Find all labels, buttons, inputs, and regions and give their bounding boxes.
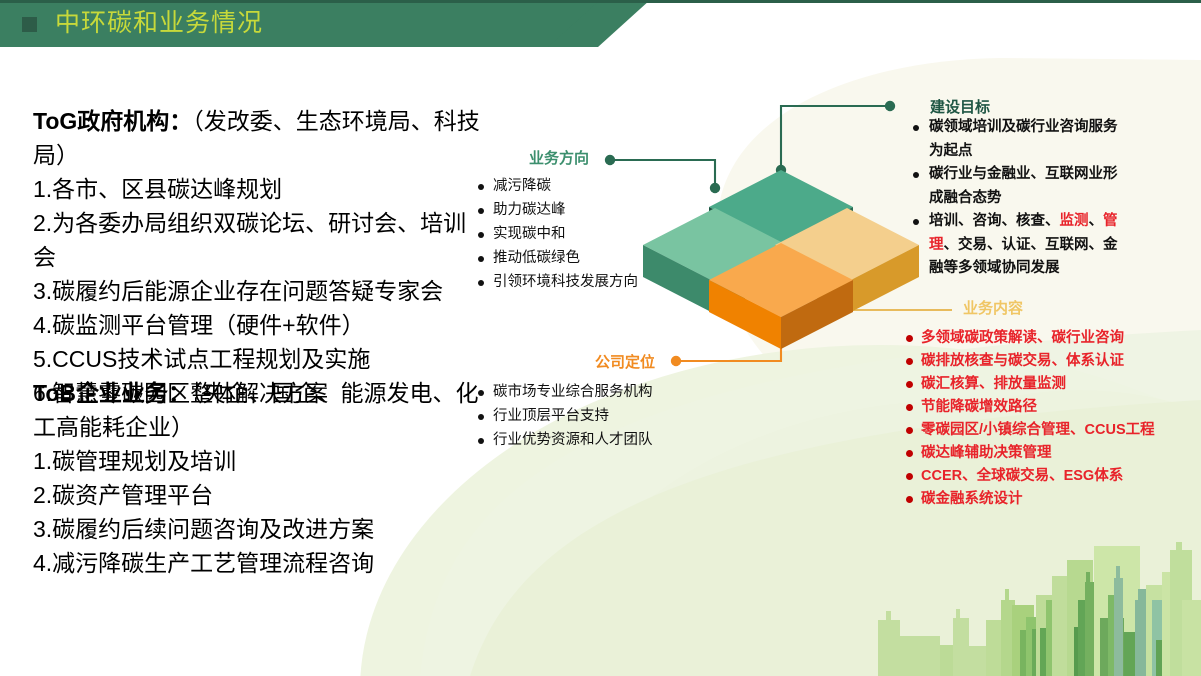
list-item: 节能降碳增效路径 <box>906 396 1155 419</box>
list-item-label: 碳排放核查与碳交易、体系认证 <box>921 353 1124 369</box>
list-build-goal: 碳领域培训及碳行业咨询服务为起点 碳行业与金融业、互联网业形成融合态势 培训、咨… <box>912 116 1122 281</box>
list-business-direction: 减污降碳 助力碳达峰 实现碳中和 推动低碳绿色 引领环境科技发展方向 <box>478 175 638 295</box>
list-item: 零碳园区/小镇综合管理、CCUS工程 <box>906 419 1155 442</box>
tob-item: 1.碳管理规划及培训 <box>33 448 237 474</box>
tob-item: 2.碳资产管理平台 <box>33 482 214 508</box>
left-text-block-tob: ToB企业业务：（央企、国企、能源发电、化工高能耗企业） 1.碳管理规划及培训 … <box>33 376 483 580</box>
list-item: 多领域碳政策解读、碳行业咨询 <box>906 327 1155 350</box>
list-item: CCER、全球碳交易、ESG体系 <box>906 465 1155 488</box>
list-item-label-pre: 培训、咨询、核查、 <box>929 213 1060 229</box>
label-business-content: 业务内容 <box>963 300 1024 317</box>
list-item-label: 减污降碳 <box>493 178 551 194</box>
header-band: 中环碳和业务情况 <box>0 0 1201 47</box>
tob-heading-bold: ToB企业业务： <box>33 380 192 406</box>
list-item: 减污降碳 <box>478 175 638 198</box>
label-company-position: 公司定位 <box>595 354 656 371</box>
list-item-label: 碳领域培训及碳行业咨询服务为起点 <box>929 119 1118 159</box>
tog-heading: ToG政府机构：（发改委、生态环境局、科技局） <box>33 104 483 172</box>
square-bullet-icon <box>22 17 37 32</box>
list-item-label: CCER、全球碳交易、ESG体系 <box>921 468 1124 484</box>
bullet-dot-icon <box>906 404 913 411</box>
list-item-label: 节能降碳增效路径 <box>921 399 1037 415</box>
bullet-dot-icon <box>478 207 484 214</box>
tog-item: 3.碳履约后能源企业存在问题答疑专家会 <box>33 278 444 304</box>
bullet-dot-icon <box>906 381 913 388</box>
bullet-dot-icon <box>906 358 913 365</box>
list-item: 行业顶层平台支持 <box>478 405 653 428</box>
list-item: 实现碳中和 <box>478 223 638 246</box>
bullet-dot-icon <box>906 450 913 457</box>
bullet-dot-icon <box>906 496 913 503</box>
list-item: 碳汇核算、排放量监测 <box>906 373 1155 396</box>
bullet-dot-icon <box>478 437 484 444</box>
list-item: 碳金融系统设计 <box>906 488 1155 511</box>
list-item-label: 零碳园区/小镇综合管理、CCUS工程 <box>921 422 1155 438</box>
list-item-highlight-2: 管理 <box>929 213 1118 253</box>
list-item: 碳排放核查与碳交易、体系认证 <box>906 350 1155 373</box>
list-item: 引领环境科技发展方向 <box>478 271 638 294</box>
list-item-label: 碳行业与金融业、互联网业形成融合态势 <box>929 166 1118 206</box>
bullet-dot-icon <box>478 231 484 238</box>
list-item: 推动低碳绿色 <box>478 247 638 270</box>
label-build-goal: 建设目标 <box>930 99 991 116</box>
list-item-label: 碳汇核算、排放量监测 <box>921 376 1066 392</box>
list-item-label: 碳达峰辅助决策管理 <box>921 445 1052 461</box>
bullet-dot-icon <box>906 473 913 480</box>
bullet-dot-icon <box>478 255 484 262</box>
bullet-dot-icon <box>478 389 484 396</box>
connector-dot <box>884 100 896 112</box>
tog-heading-bold: ToG政府机构： <box>33 108 193 134</box>
list-item: 培训、咨询、核查、监测、管理、交易、认证、互联网、金融等多领域协同发展 <box>912 210 1122 281</box>
bullet-dot-icon <box>906 335 913 342</box>
bullet-dot-icon <box>906 427 913 434</box>
left-text-block-tog: ToG政府机构：（发改委、生态环境局、科技局） 1.各市、区县碳达峰规划 2.为… <box>33 104 483 410</box>
tob-heading-rest: （央企、国企、能源发电、化工高能耗企业） <box>33 380 479 440</box>
page-title: 中环碳和业务情况 <box>55 9 264 37</box>
list-item-label: 行业优势资源和人才团队 <box>493 432 653 448</box>
label-business-direction: 业务方向 <box>529 150 590 167</box>
list-item-label: 碳金融系统设计 <box>921 491 1023 507</box>
list-item: 行业优势资源和人才团队 <box>478 429 653 452</box>
tob-item: 3.碳履约后续问题咨询及改进方案 <box>33 516 375 542</box>
bullet-dot-icon <box>478 279 484 286</box>
tog-item: 4.碳监测平台管理（硬件+软件） <box>33 312 365 338</box>
list-item: 碳达峰辅助决策管理 <box>906 442 1155 465</box>
list-item: 碳领域培训及碳行业咨询服务为起点 <box>912 116 1122 163</box>
list-item: 碳市场专业综合服务机构 <box>478 381 653 404</box>
list-item-label: 碳市场专业综合服务机构 <box>493 384 653 400</box>
list-item-label: 实现碳中和 <box>493 226 566 242</box>
list-item-label: 引领环境科技发展方向 <box>493 274 638 290</box>
tob-heading: ToB企业业务：（央企、国企、能源发电、化工高能耗企业） <box>33 376 483 444</box>
connector-build-goal <box>779 104 890 170</box>
box-orange <box>709 243 853 349</box>
tog-item: 1.各市、区县碳达峰规划 <box>33 176 283 202</box>
bullet-dot-icon <box>478 183 484 190</box>
list-item-label-mid: 、 <box>1088 213 1104 229</box>
connector-dot <box>604 154 616 166</box>
connector-business-direction <box>610 158 717 188</box>
bullet-dot-icon <box>478 413 484 420</box>
list-item: 碳行业与金融业、互联网业形成融合态势 <box>912 163 1122 210</box>
tog-item: 2.为各委办局组织双碳论坛、研讨会、培训会 <box>33 210 467 270</box>
list-item-highlight-1: 监测 <box>1059 213 1089 229</box>
connector-dot <box>670 355 682 367</box>
list-item: 助力碳达峰 <box>478 199 638 222</box>
list-item-label: 行业顶层平台支持 <box>493 408 609 424</box>
list-item-label: 助力碳达峰 <box>493 202 566 218</box>
tog-item: 6.智慧零碳园区整体解决方案 <box>33 380 329 406</box>
list-item-label: 推动低碳绿色 <box>493 250 580 266</box>
tob-item: 4.减污降碳生产工艺管理流程咨询 <box>33 550 375 576</box>
tog-item: 5.CCUS技术试点工程规划及实施 <box>33 346 371 372</box>
tog-heading-rest: （发改委、生态环境局、科技局） <box>33 108 480 168</box>
list-business-content: 多领域碳政策解读、碳行业咨询 碳排放核查与碳交易、体系认证 碳汇核算、排放量监测… <box>906 327 1155 511</box>
list-company-position: 碳市场专业综合服务机构 行业顶层平台支持 行业优势资源和人才团队 <box>478 381 653 453</box>
list-item-label: 多领域碳政策解读、碳行业咨询 <box>921 330 1124 346</box>
list-item-label-post: 、交易、认证、互联网、金融等多领域协同发展 <box>929 236 1118 277</box>
connector-dot <box>709 182 721 194</box>
